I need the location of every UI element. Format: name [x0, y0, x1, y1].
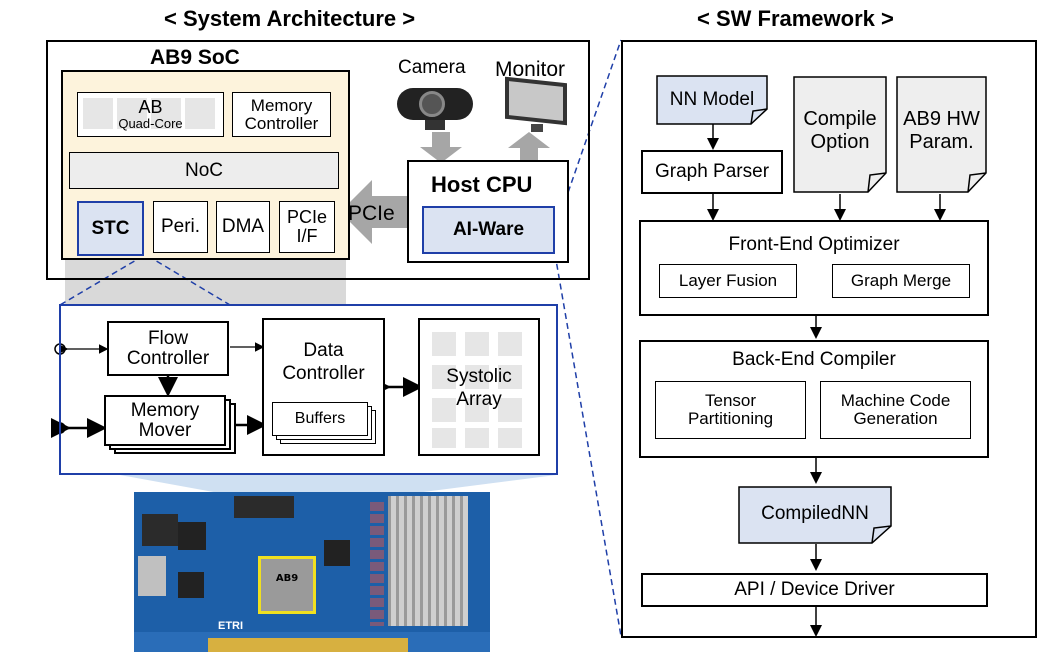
- cpu-sublabel: Quad-Core: [118, 116, 183, 132]
- nn-model-doc: NN Model: [656, 75, 768, 125]
- compiled-nn-doc: CompiledNN: [738, 486, 892, 544]
- layer-fusion-box: Layer Fusion: [659, 264, 797, 298]
- back-end-compiler-box: [639, 340, 989, 458]
- camera-icon: [397, 82, 473, 130]
- board-chip-label: AB9: [275, 573, 299, 584]
- system-frame: [46, 40, 590, 280]
- cpu-label: AB: [138, 97, 163, 118]
- dma-block: DMA: [216, 201, 270, 253]
- monitor-arrow: [508, 132, 550, 163]
- graph-parser-box: Graph Parser: [641, 150, 783, 194]
- host-cpu-label: Host CPU: [431, 172, 533, 197]
- peri-block: Peri.: [153, 201, 208, 253]
- graph-merge-box: Graph Merge: [832, 264, 970, 298]
- stc-detail-panel: [59, 304, 558, 475]
- monitor-label: Monitor: [495, 58, 566, 81]
- camera-arrow: [420, 132, 462, 163]
- board-image: AB9 ETRI: [134, 492, 490, 652]
- cpu-block: AB Quad-Core: [77, 92, 224, 137]
- front-end-optimizer-label: Front-End Optimizer: [728, 234, 900, 255]
- sw-framework-frame: [621, 40, 1037, 638]
- zoom-cone-stc: [65, 258, 346, 305]
- camera-label: Camera: [398, 57, 466, 78]
- api-device-driver-box: API / Device Driver: [641, 573, 988, 607]
- sw-framework-title: < SW Framework >: [697, 6, 894, 31]
- pcie-label: PCIe: [348, 202, 395, 225]
- system-architecture-title: < System Architecture >: [164, 6, 416, 31]
- buffers-block: Buffers: [272, 402, 368, 436]
- noc-block: NoC: [69, 152, 339, 189]
- board-brand: ETRI: [218, 620, 244, 632]
- stc-block: STC: [77, 201, 144, 256]
- back-end-compiler-label: Back-End Compiler: [732, 349, 896, 370]
- soc-title: AB9 SoC: [150, 46, 240, 69]
- monitor-icon: [505, 76, 567, 132]
- ai-ware-box: AI-Ware: [422, 206, 555, 254]
- front-end-optimizer-box: [639, 220, 989, 316]
